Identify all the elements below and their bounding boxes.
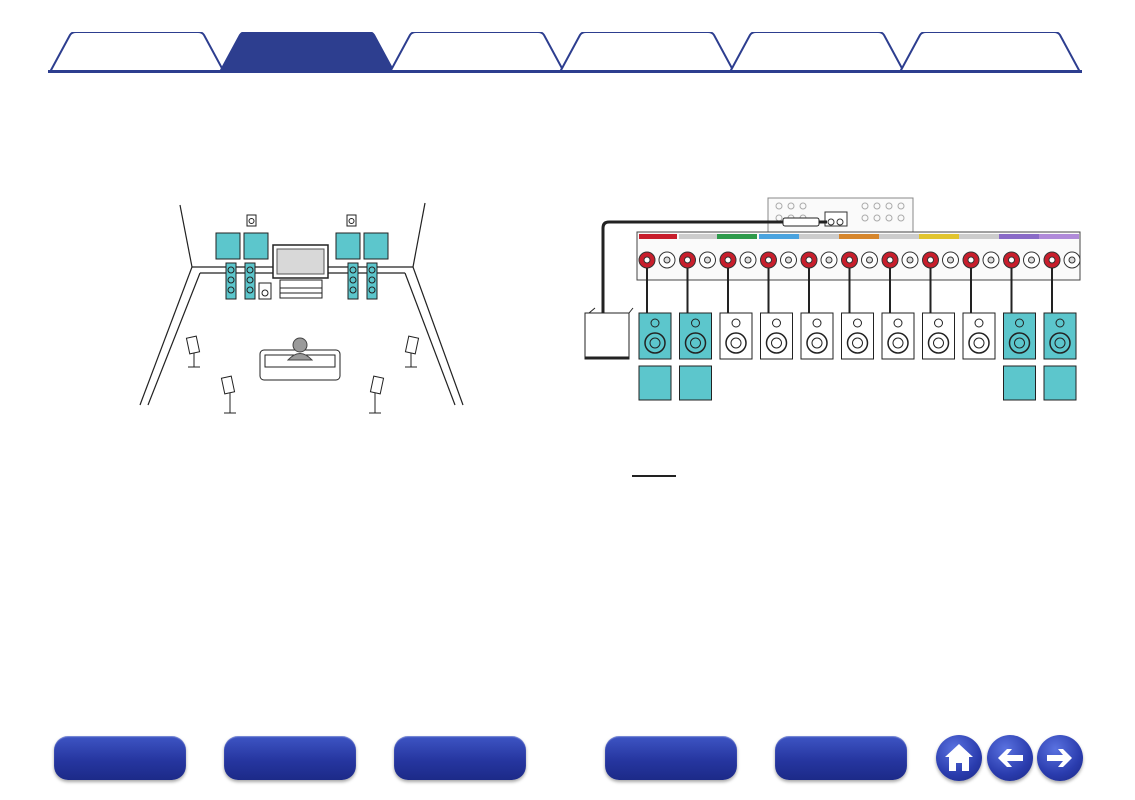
terminal-pair-2 — [679, 251, 716, 269]
nav-button-3[interactable] — [394, 736, 526, 780]
tab-5[interactable] — [728, 32, 906, 72]
tab-2-active[interactable] — [218, 32, 396, 72]
speaker-3-icon — [719, 268, 753, 360]
speaker-6-icon — [841, 268, 874, 360]
blank-highlight-box-11 — [1043, 365, 1077, 401]
speaker-5-icon — [800, 268, 834, 360]
front-right-2-tower-speaker-icon — [366, 262, 378, 300]
speaker-2-icon — [679, 268, 712, 360]
receiver-panel-icon — [767, 197, 914, 233]
surround-left-speaker-icon — [185, 335, 201, 368]
tv-icon — [272, 244, 329, 299]
subwoofer-box-icon — [584, 307, 634, 360]
terminal-color-bar — [639, 234, 1079, 239]
forward-arrow-icon — [1047, 749, 1072, 767]
rca-plug-icon — [782, 217, 820, 227]
tab-underline — [48, 70, 1082, 73]
terminal-pair-1 — [638, 251, 676, 269]
blank-highlight-box-1 — [638, 365, 672, 401]
blank-highlight-box-10 — [1003, 365, 1036, 401]
top-speaker-right-icon — [346, 214, 357, 227]
terminal-pair-6 — [841, 251, 878, 269]
terminal-pair-3 — [719, 251, 757, 269]
terminal-pair-10 — [1003, 251, 1040, 269]
blank-highlight-box-2 — [679, 365, 712, 401]
highlight-box-2 — [243, 232, 269, 260]
surround-back-left-speaker-icon — [220, 375, 236, 414]
forward-button[interactable] — [1037, 735, 1083, 781]
surround-back-right-speaker-icon — [369, 375, 385, 414]
speaker-1-icon — [638, 268, 672, 360]
note-underline — [632, 475, 676, 477]
tab-bar — [0, 0, 1135, 80]
highlight-box-1 — [215, 232, 241, 260]
tab-6[interactable] — [898, 32, 1082, 72]
sofa-with-listener-icon — [259, 337, 341, 381]
speaker-7-icon — [881, 268, 915, 360]
top-speaker-left-icon — [246, 214, 257, 227]
speaker-4-icon — [760, 268, 793, 360]
home-icon — [945, 744, 973, 771]
tab-1[interactable] — [48, 32, 226, 72]
terminal-pair-9 — [962, 251, 1000, 269]
speaker-11-icon — [1043, 268, 1077, 360]
front-left-tower-speaker-icon — [225, 262, 237, 300]
highlight-box-4 — [363, 232, 389, 260]
terminal-pair-4 — [760, 251, 797, 269]
surround-right-speaker-icon — [404, 335, 420, 368]
front-right-tower-speaker-icon — [347, 262, 359, 300]
subwoofer-icon — [258, 282, 272, 300]
nav-button-1[interactable] — [54, 736, 186, 780]
terminal-pair-8 — [922, 251, 959, 269]
back-button[interactable] — [987, 735, 1033, 781]
home-button[interactable] — [936, 735, 982, 781]
nav-button-5[interactable] — [775, 736, 907, 780]
speaker-wiring-diagram — [584, 197, 1081, 401]
speaker-9-icon — [962, 268, 996, 360]
highlight-box-3 — [335, 232, 361, 260]
room-layout-diagram — [139, 202, 464, 414]
tab-3[interactable] — [388, 32, 566, 72]
speaker-10-icon — [1003, 268, 1036, 360]
back-arrow-icon — [998, 749, 1023, 767]
nav-button-4[interactable] — [605, 736, 737, 780]
terminal-pair-11 — [1043, 251, 1081, 269]
nav-button-2[interactable] — [224, 736, 356, 780]
speaker-8-icon — [922, 268, 955, 360]
front-left-2-tower-speaker-icon — [244, 262, 256, 300]
tab-4[interactable] — [558, 32, 736, 72]
subwoofer-cable — [601, 220, 827, 313]
